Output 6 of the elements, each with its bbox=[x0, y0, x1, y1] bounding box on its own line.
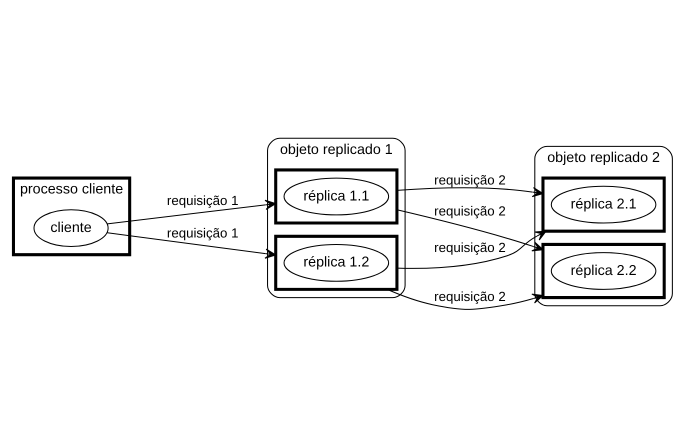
edge-label: requisição 1 bbox=[166, 225, 238, 240]
edge-label: requisição 2 bbox=[434, 240, 506, 255]
edge-label: requisição 1 bbox=[166, 192, 238, 208]
edge-label: requisição 2 bbox=[434, 202, 506, 218]
edge-label: requisição 2 bbox=[434, 172, 506, 188]
edge-label: requisição 2 bbox=[434, 288, 506, 304]
